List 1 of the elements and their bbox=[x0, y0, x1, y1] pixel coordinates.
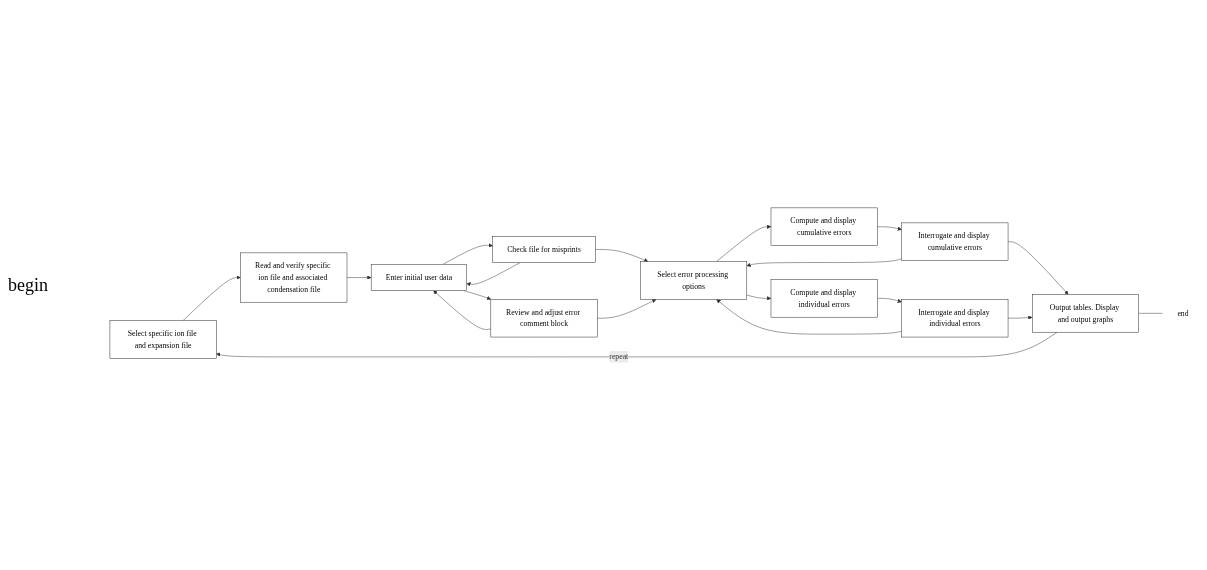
note-text: begin bbox=[8, 274, 49, 296]
